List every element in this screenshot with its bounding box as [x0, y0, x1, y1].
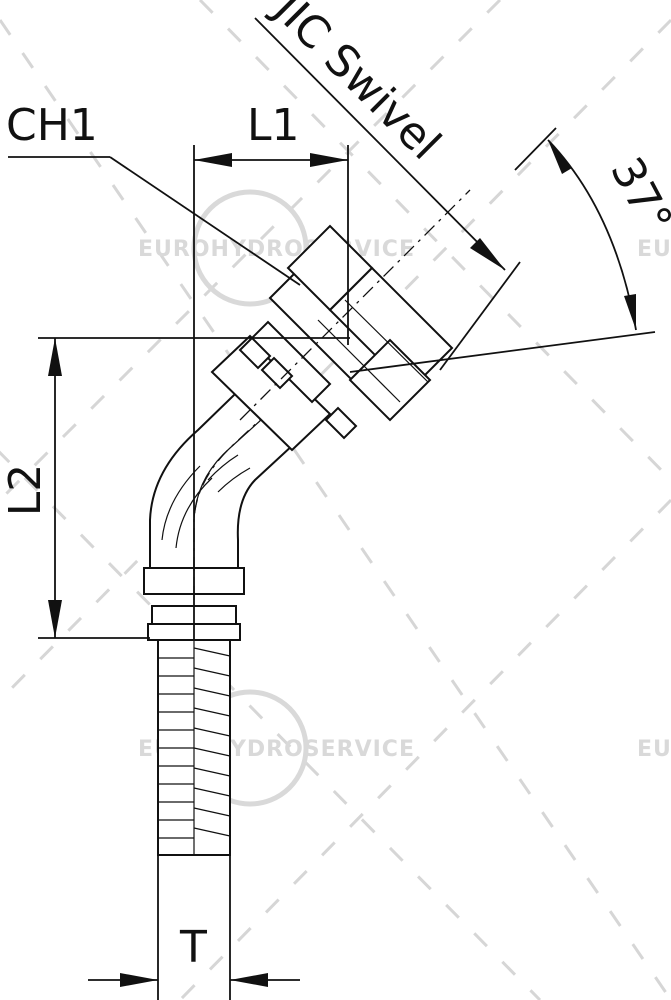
- label-ch1: CH1: [6, 100, 98, 151]
- dimension-l2: L2: [0, 337, 350, 639]
- swivel-nut: [210, 189, 471, 452]
- hose-fitting: [143, 189, 471, 856]
- label-t: T: [179, 922, 207, 973]
- watermark-edge-text-top: EURO: [637, 237, 671, 262]
- label-l2: L2: [0, 464, 51, 517]
- dimension-t: T: [88, 855, 300, 1000]
- label-angle: 37°: [600, 149, 671, 242]
- label-l1: L1: [247, 100, 300, 151]
- watermark-edge-text-bottom: EURO: [637, 737, 671, 762]
- watermark-text-top: EUROHYDROSERVICE: [138, 237, 415, 262]
- dimension-ch1: CH1: [6, 100, 301, 286]
- dimension-l1: L1: [193, 100, 349, 640]
- hose-tail: [147, 605, 241, 856]
